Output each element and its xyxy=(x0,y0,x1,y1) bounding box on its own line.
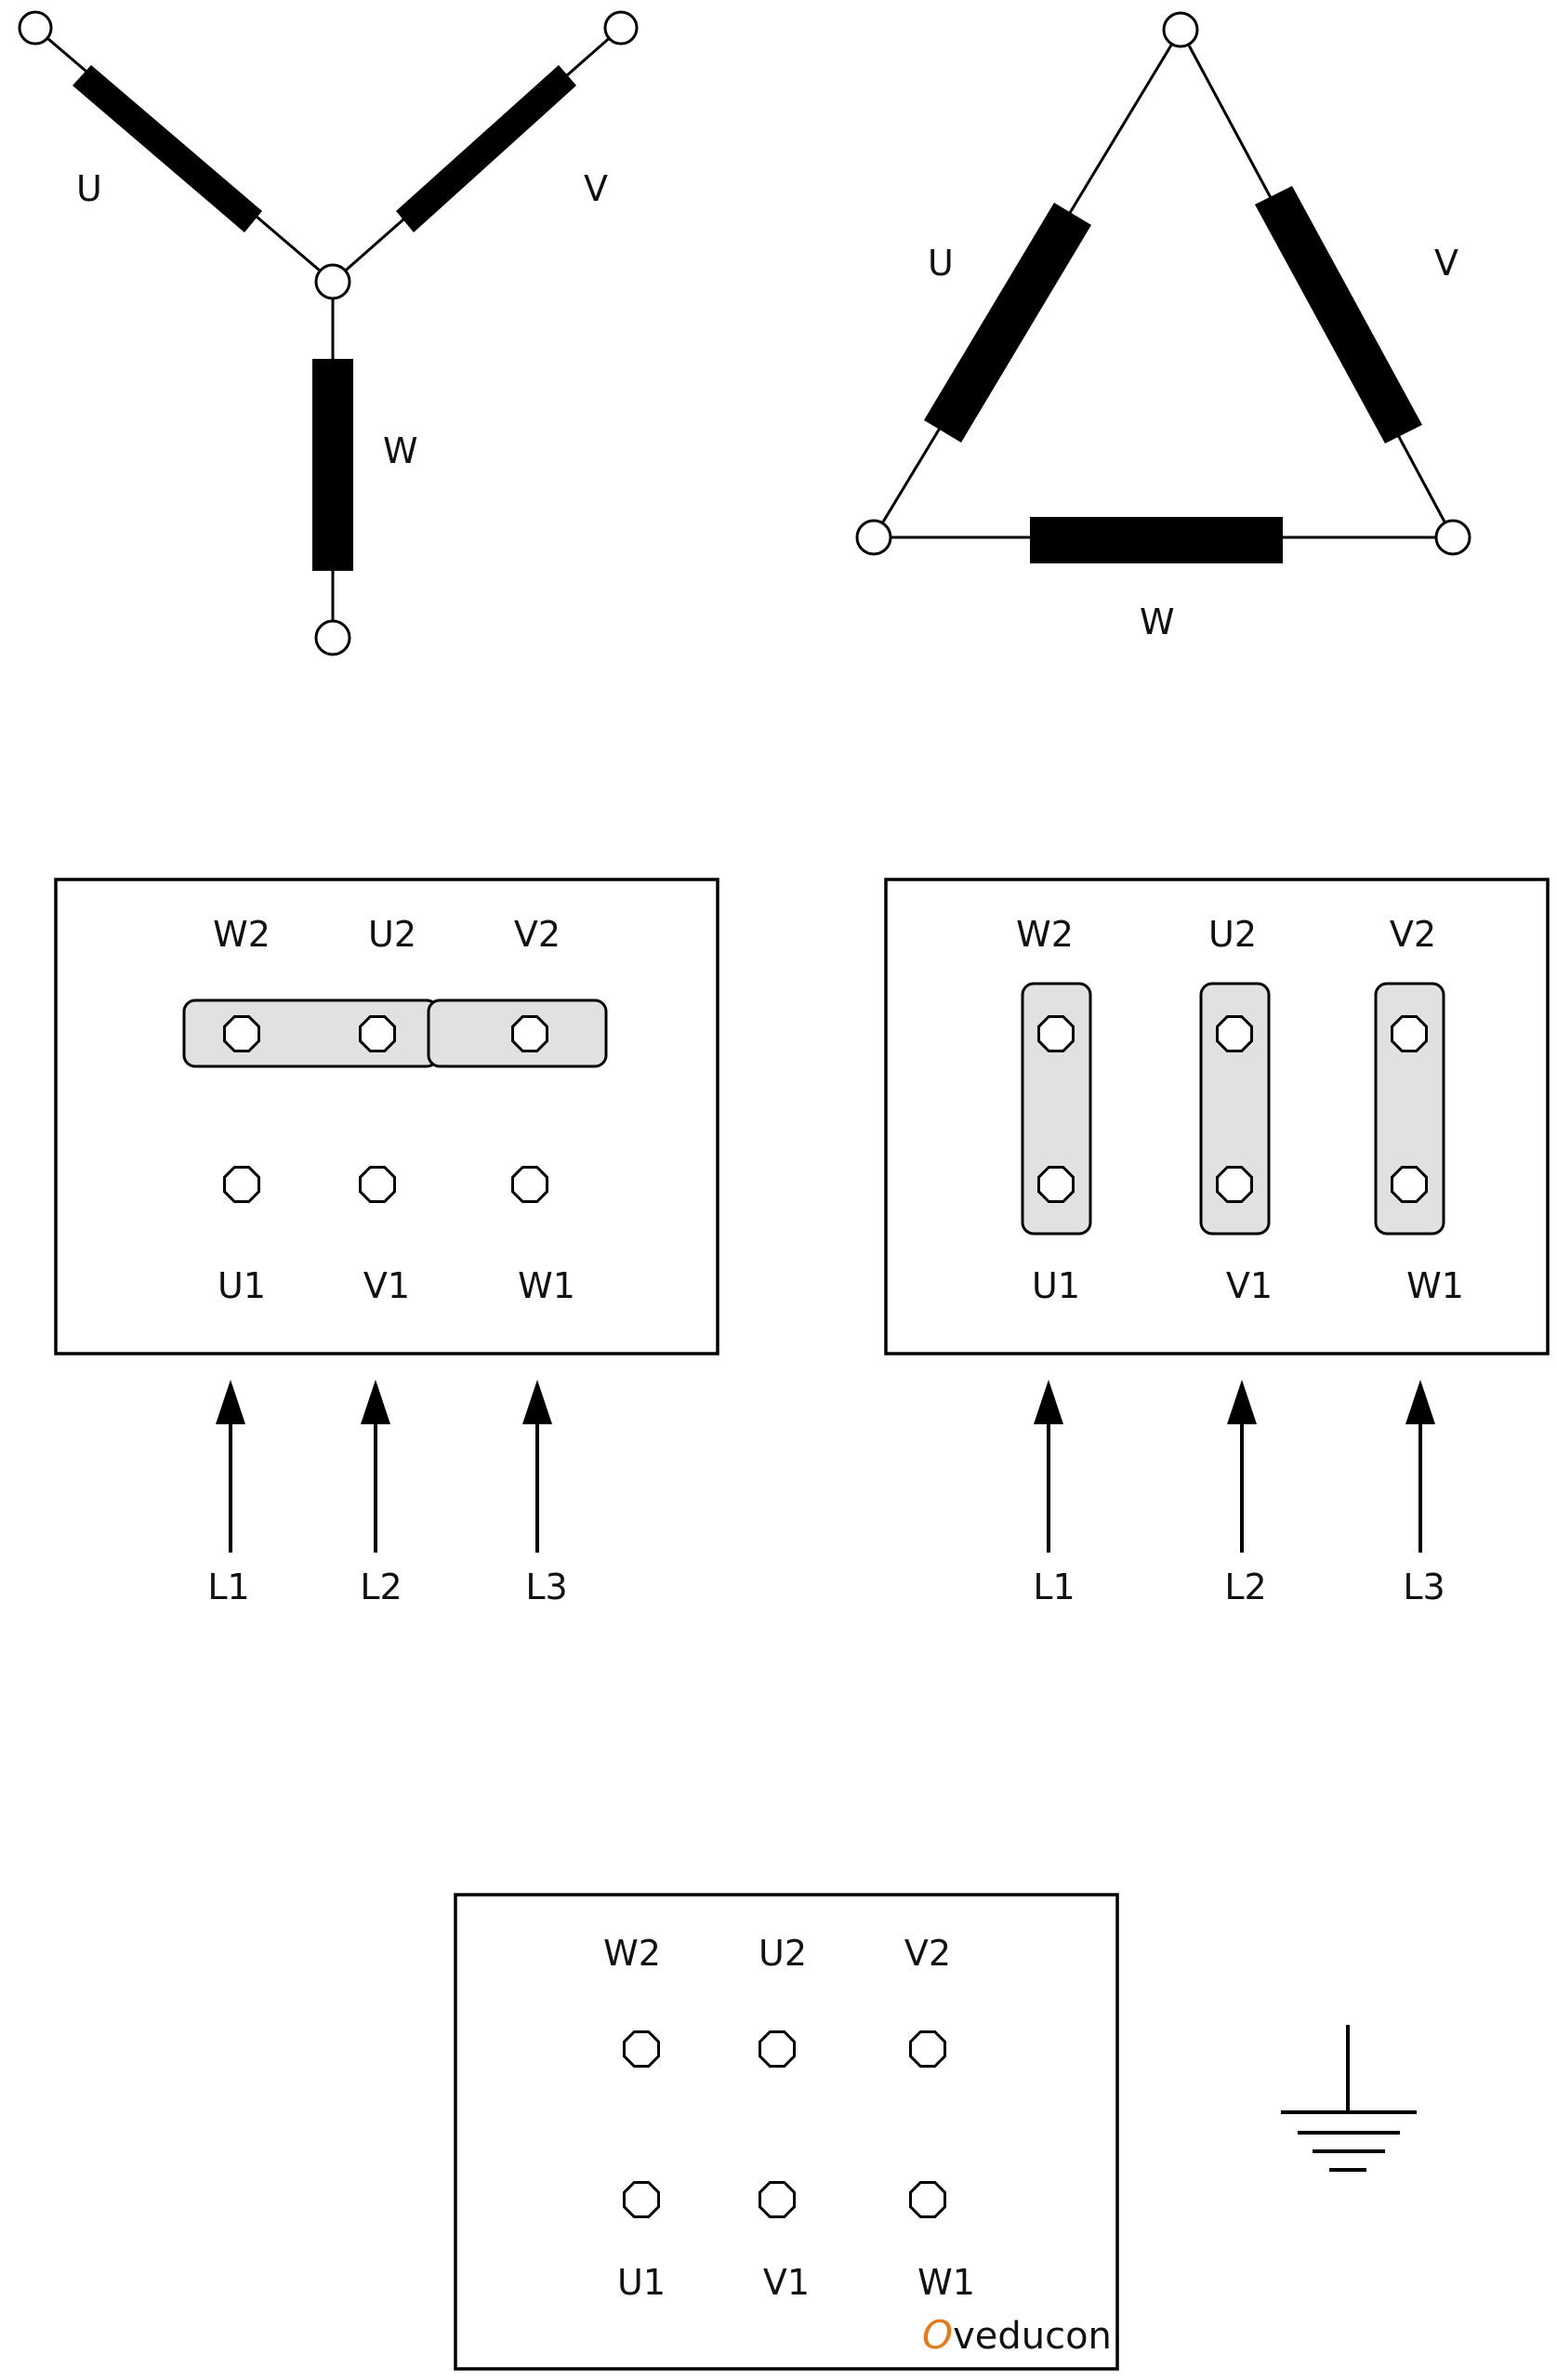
star-box-top-label-1: W2 xyxy=(213,914,270,955)
terminal-box-blank: W2 U2 V2 U1 V1 W1 Oveducon xyxy=(454,1893,1119,2371)
oveducon-logo: Oveducon xyxy=(922,2312,1112,2358)
star-label-w: W xyxy=(383,430,418,471)
delta-box-top-label-1: W2 xyxy=(1016,914,1074,955)
blank-box-bottom-label-1: U1 xyxy=(617,2262,666,2303)
blank-terminal-u1 xyxy=(623,2181,660,2218)
blank-terminal-u2 xyxy=(759,2030,796,2068)
blank-box-bottom-label-3: W1 xyxy=(917,2262,975,2303)
star-box-top-label-3: V2 xyxy=(514,914,561,955)
star-box-bottom-label-3: W1 xyxy=(518,1265,575,1306)
star-coil-w xyxy=(312,359,353,571)
delta-terminal-u1 xyxy=(1037,1166,1075,1203)
blank-terminal-w2 xyxy=(623,2030,660,2068)
star-line-label-l1: L1 xyxy=(207,1567,249,1607)
terminal-box-delta: W2 U2 V2 U1 V1 W1 L1 L2 L3 xyxy=(884,878,1550,1607)
delta-terminal-w1 xyxy=(1391,1166,1428,1203)
delta-bridge-link-1 xyxy=(1021,982,1092,1236)
star-arrowhead-l1 xyxy=(216,1380,245,1424)
earth-ground-icon xyxy=(1281,2025,1417,2172)
star-terminal-u1 xyxy=(223,1166,260,1203)
delta-box-bottom-label-2: V1 xyxy=(1226,1265,1273,1306)
delta-terminal-v1 xyxy=(1216,1166,1253,1203)
delta-line-label-l2: L2 xyxy=(1224,1567,1266,1607)
delta-terminal-v2 xyxy=(1391,1015,1428,1052)
delta-line-label-l3: L3 xyxy=(1403,1567,1445,1607)
blank-box-bottom-label-2: V1 xyxy=(763,2262,810,2303)
star-box-top-label-2: U2 xyxy=(368,914,416,955)
delta-bridge-link-3 xyxy=(1374,982,1445,1236)
delta-coil-w xyxy=(1030,517,1283,563)
star-label-v: V xyxy=(584,168,608,209)
terminal-box-blank-frame xyxy=(454,1893,1119,2371)
delta-box-bottom-label-3: W1 xyxy=(1406,1265,1464,1306)
delta-arrowhead-l1 xyxy=(1034,1380,1063,1424)
star-terminal-u2 xyxy=(359,1015,396,1052)
blank-terminal-v1 xyxy=(759,2181,796,2218)
delta-label-u: U xyxy=(928,243,954,284)
delta-box-bottom-label-1: U1 xyxy=(1032,1265,1080,1306)
star-terminal-w2 xyxy=(223,1015,260,1052)
star-terminal-v1 xyxy=(359,1166,396,1203)
delta-terminal-w2 xyxy=(1037,1015,1075,1052)
star-bridge-link-1 xyxy=(182,998,440,1068)
star-terminal-u xyxy=(18,10,53,46)
logo-first-letter: O xyxy=(922,2312,953,2358)
logo-rest: veducon xyxy=(953,2315,1112,2358)
terminal-box-star-frame xyxy=(54,878,719,1355)
delta-box-top-label-2: U2 xyxy=(1208,914,1257,955)
blank-box-top-label-3: V2 xyxy=(904,1933,951,1974)
delta-bridge-link-2 xyxy=(1199,982,1271,1236)
delta-connection-diagram: U V W xyxy=(855,11,1471,642)
star-box-bottom-label-1: U1 xyxy=(218,1265,266,1306)
star-terminal-v2 xyxy=(511,1015,548,1052)
delta-terminal-right xyxy=(1434,519,1471,556)
star-arrowhead-l2 xyxy=(361,1380,390,1424)
blank-box-top-label-2: U2 xyxy=(759,1933,807,1974)
star-box-bottom-label-2: V1 xyxy=(363,1265,410,1306)
star-terminal-w xyxy=(314,619,351,656)
star-line-label-l3: L3 xyxy=(525,1567,567,1607)
blank-terminal-w1 xyxy=(909,2181,946,2218)
star-connection-diagram: U V W xyxy=(18,10,639,656)
delta-coil-v xyxy=(1255,186,1422,443)
blank-terminal-v2 xyxy=(909,2030,946,2068)
terminal-box-star: W2 U2 V2 U1 V1 W1 L1 L2 L3 xyxy=(54,878,719,1607)
delta-box-top-label-3: V2 xyxy=(1390,914,1436,955)
star-label-u: U xyxy=(76,168,102,209)
delta-terminal-top xyxy=(1162,11,1199,48)
delta-line-label-l1: L1 xyxy=(1033,1567,1075,1607)
delta-arrowhead-l3 xyxy=(1405,1380,1435,1424)
star-terminal-w1 xyxy=(511,1166,548,1203)
delta-coil-u xyxy=(924,203,1091,443)
star-line-label-l2: L2 xyxy=(360,1567,402,1607)
star-coil-u xyxy=(73,65,262,232)
star-coil-v xyxy=(396,65,576,232)
star-terminal-v xyxy=(603,10,639,46)
star-neutral-point xyxy=(314,263,351,300)
star-arrowhead-l3 xyxy=(522,1380,552,1424)
delta-label-v: V xyxy=(1434,243,1458,284)
delta-terminal-left xyxy=(855,519,892,556)
delta-label-w: W xyxy=(1140,602,1175,642)
blank-box-top-label-1: W2 xyxy=(603,1933,661,1974)
delta-terminal-u2 xyxy=(1216,1015,1253,1052)
delta-arrowhead-l2 xyxy=(1227,1380,1257,1424)
